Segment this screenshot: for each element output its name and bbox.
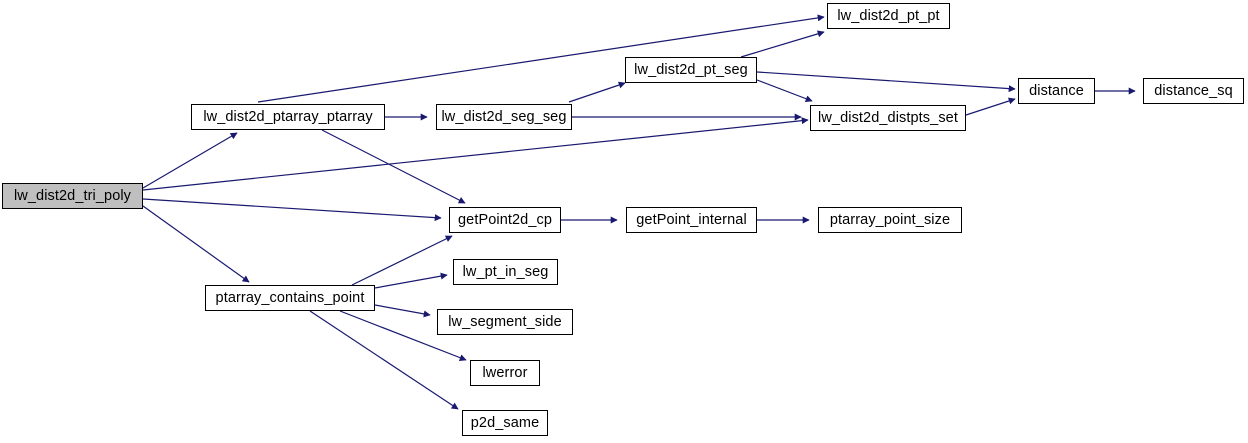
graph-node-label: lw_dist2d_pt_seg — [634, 61, 748, 78]
graph-edge-ptarray_contains_point-to-lw_segment_side — [374, 304, 431, 318]
graph-edge-ptarray_contains_point-to-p2d_same — [309, 310, 459, 410]
graph-node-label: lw_dist2d_distpts_set — [818, 109, 958, 126]
graph-node-label: lw_pt_in_seg — [462, 263, 549, 280]
graph-edge-lw_dist2d_ptarray_ptarray-to-getPoint2d_cp — [321, 129, 466, 204]
graph-node-label: distance — [1029, 82, 1084, 99]
graph-node-distance[interactable]: distance — [1018, 78, 1095, 104]
graph-edge-lw_dist2d_pt_seg-to-lw_dist2d_distpts_set — [756, 79, 813, 103]
graph-node-label: getPoint_internal — [636, 211, 747, 228]
graph-edge-lw_dist2d_seg_seg-to-lw_dist2d_pt_seg — [568, 81, 626, 103]
graph-edge-lw_dist2d_tri_poly-to-lw_dist2d_distpts_set — [142, 117, 809, 191]
graph-node-label: lw_segment_side — [448, 313, 562, 330]
graph-node-distance_sq[interactable]: distance_sq — [1143, 78, 1244, 104]
graph-node-label: lw_dist2d_tri_poly — [13, 187, 132, 204]
graph-node-p2d_same[interactable]: p2d_same — [462, 410, 548, 436]
graph-node-lw_dist2d_seg_seg[interactable]: lw_dist2d_seg_seg — [436, 104, 572, 130]
graph-edge-ptarray_contains_point-to-lw_pt_in_seg — [374, 272, 448, 289]
graph-edge-lw_dist2d_tri_poly-to-getPoint2d_cp — [142, 198, 442, 222]
graph-node-lw_dist2d_pt_seg[interactable]: lw_dist2d_pt_seg — [625, 57, 757, 83]
graph-node-ptarray_contains_point[interactable]: ptarray_contains_point — [205, 285, 375, 311]
graph-node-lw_pt_in_seg[interactable]: lw_pt_in_seg — [453, 259, 558, 285]
graph-node-lw_dist2d_distpts_set[interactable]: lw_dist2d_distpts_set — [810, 105, 966, 131]
graph-edge-ptarray_contains_point-to-getPoint2d_cp — [351, 235, 453, 286]
graph-node-label: lw_dist2d_pt_pt — [837, 7, 940, 24]
graph-node-label: p2d_same — [470, 414, 540, 431]
graph-node-lw_dist2d_pt_pt[interactable]: lw_dist2d_pt_pt — [827, 3, 950, 29]
graph-node-getPoint_internal[interactable]: getPoint_internal — [626, 207, 757, 233]
graph-node-label: lw_dist2d_ptarray_ptarray — [203, 108, 373, 125]
graph-node-label: ptarray_contains_point — [215, 289, 365, 306]
graph-edge-lw_dist2d_tri_poly-to-ptarray_contains_point — [142, 205, 250, 283]
graph-node-lw_dist2d_tri_poly[interactable]: lw_dist2d_tri_poly — [2, 183, 143, 209]
graph-node-label: getPoint2d_cp — [457, 211, 552, 228]
graph-node-label: ptarray_point_size — [829, 211, 951, 228]
graph-node-ptarray_point_size[interactable]: ptarray_point_size — [818, 207, 962, 233]
graph-node-getPoint2d_cp[interactable]: getPoint2d_cp — [449, 207, 561, 233]
graph-node-label: lwerror — [482, 364, 528, 381]
graph-edge-lw_dist2d_pt_seg-to-lw_dist2d_pt_pt — [740, 30, 825, 58]
graph-node-label: distance_sq — [1154, 82, 1233, 99]
graph-edge-lw_dist2d_distpts_set-to-distance — [965, 97, 1016, 116]
graph-node-label: lw_dist2d_seg_seg — [441, 108, 567, 125]
graph-node-lw_dist2d_ptarray_ptarray[interactable]: lw_dist2d_ptarray_ptarray — [191, 104, 385, 130]
graph-node-lwerror[interactable]: lwerror — [470, 360, 540, 386]
graph-node-lw_segment_side[interactable]: lw_segment_side — [437, 309, 573, 335]
graph-edge-lw_dist2d_tri_poly-to-lw_dist2d_ptarray_ptarray — [142, 132, 238, 189]
graph-edge-lw_dist2d_pt_seg-to-distance — [756, 71, 1016, 93]
